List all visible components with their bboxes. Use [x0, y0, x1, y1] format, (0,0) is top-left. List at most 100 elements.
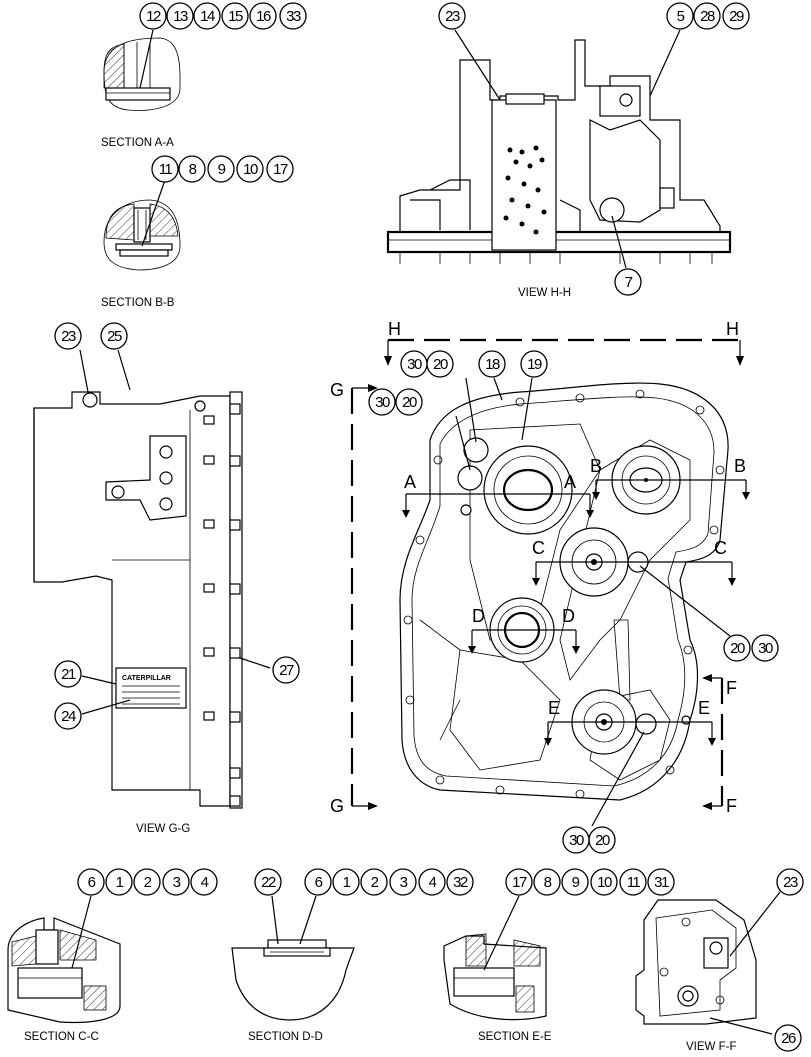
callout-bubble: 8: [178, 155, 206, 183]
callout-number: 6: [315, 874, 323, 891]
callout-number: 14: [200, 8, 215, 25]
callout-number: 5: [677, 8, 685, 25]
callout-bubble: 3: [162, 868, 190, 896]
callout-bubble: 18: [478, 350, 506, 378]
callout-number: 31: [654, 874, 669, 891]
callout-number: 15: [228, 8, 243, 25]
callout-bubble: 30: [751, 634, 779, 662]
section-letter-a-left: A: [404, 472, 416, 492]
section-ee-detail: SECTION E-E: [443, 895, 552, 1043]
callout-bubble: 20: [723, 634, 751, 662]
callout-number: 30: [375, 394, 390, 411]
callout-bubble: 23: [776, 868, 804, 896]
callout-bubble: 1: [332, 868, 360, 896]
callout-bubble: 20: [426, 350, 454, 378]
callout-bubble: 24: [54, 702, 82, 730]
callout-number: 28: [700, 8, 715, 25]
view-gg-label: VIEW G-G: [136, 823, 190, 835]
callout-bubble: 21: [54, 660, 82, 688]
callout-bubble: 11: [619, 868, 647, 896]
callout-bubble: 19: [520, 350, 548, 378]
section-letter-f-top: F: [726, 678, 737, 698]
callout-bubble: 3: [389, 868, 417, 896]
callout-number: 17: [512, 874, 527, 891]
perimeter-bolts: [403, 389, 725, 799]
callout-number: 32: [453, 874, 468, 891]
callout-number: 20: [402, 394, 417, 411]
callout-bubble: 30: [400, 350, 428, 378]
callout-number: 29: [729, 8, 744, 25]
callout-bubble: 32: [446, 868, 474, 896]
callout-bubble: 14: [193, 2, 221, 30]
callout-number: 16: [256, 8, 271, 25]
callout-bubble: 6: [304, 868, 332, 896]
valve-holes: [503, 145, 547, 235]
callout-number: 25: [107, 328, 122, 345]
section-dd-label: SECTION D-D: [248, 1031, 323, 1043]
callout-number: 24: [61, 708, 76, 725]
callout-bubble: 2: [360, 868, 388, 896]
callout-number: 33: [286, 8, 301, 25]
callout-number: 10: [597, 874, 612, 891]
serial-plate: [115, 667, 187, 709]
main-case-view: [350, 338, 750, 827]
callout-number: 9: [218, 161, 226, 178]
callout-bubble: 23: [54, 322, 82, 350]
callout-bubble: 30: [368, 388, 396, 416]
callout-bubble: 4: [418, 868, 446, 896]
section-letter-a-right: A: [564, 472, 576, 492]
callout-bubble: 17: [266, 155, 294, 183]
section-letter-c-right: C: [714, 538, 727, 558]
section-letter-e-left: E: [548, 698, 560, 718]
callout-number: 8: [189, 161, 197, 178]
callout-number: 1: [343, 874, 351, 891]
callout-bubble: 10: [590, 868, 618, 896]
callout-bubble: 30: [562, 826, 590, 854]
callout-bubble: 16: [249, 2, 277, 30]
bolt-row: [399, 252, 713, 264]
callout-bubble: 20: [395, 388, 423, 416]
callout-number: 11: [159, 161, 173, 178]
callout-bubble: 7: [614, 268, 642, 296]
callout-number: 4: [429, 874, 437, 891]
callout-number: 30: [407, 356, 422, 373]
section-letter-h-right: H: [726, 319, 739, 339]
callout-number: 19: [527, 356, 542, 373]
section-aa-detail: SECTION A-A: [101, 29, 181, 149]
callout-number: 20: [595, 832, 610, 849]
callout-number: 17: [273, 161, 288, 178]
callout-number: 3: [400, 874, 408, 891]
callout-number: 27: [279, 662, 294, 679]
callout-bubbles: 12 13 14 15 16 33 11 8 9 10 17 23 5 28 2…: [54, 2, 804, 1052]
view-hh-label: VIEW H-H: [518, 287, 571, 299]
callout-number: 18: [485, 356, 500, 373]
section-letter-b-left: B: [590, 456, 602, 476]
callout-bubble: 33: [279, 2, 307, 30]
section-letter-h-left: H: [388, 319, 401, 339]
callout-bubble: 5: [666, 2, 694, 30]
callout-number: 23: [783, 874, 798, 891]
callout-bubble: 4: [190, 868, 218, 896]
callout-number: 11: [627, 874, 641, 891]
callout-bubble: 6: [77, 868, 105, 896]
callout-bubble: 10: [236, 155, 264, 183]
section-letter-g-bottom: G: [330, 796, 344, 816]
callout-number: 4: [201, 874, 209, 891]
callout-number: 7: [625, 274, 633, 291]
callout-bubble: 11: [151, 155, 179, 183]
section-letter-g-top: G: [330, 380, 344, 400]
callout-number: 23: [61, 328, 76, 345]
section-letter-d-right: D: [562, 606, 575, 626]
callout-number: 2: [371, 874, 379, 891]
callout-number: 2: [144, 874, 152, 891]
callout-bubble: 31: [647, 868, 675, 896]
callout-number: 1: [116, 874, 124, 891]
callout-bubble: 17: [505, 868, 533, 896]
section-dd-detail: SECTION D-D: [231, 895, 355, 1043]
section-cc-label: SECTION C-C: [24, 1031, 99, 1043]
section-letter-f-bottom: F: [726, 796, 737, 816]
section-letter-d-left: D: [472, 606, 485, 626]
callout-number: 30: [758, 640, 773, 657]
callout-bubble: 27: [272, 656, 300, 684]
